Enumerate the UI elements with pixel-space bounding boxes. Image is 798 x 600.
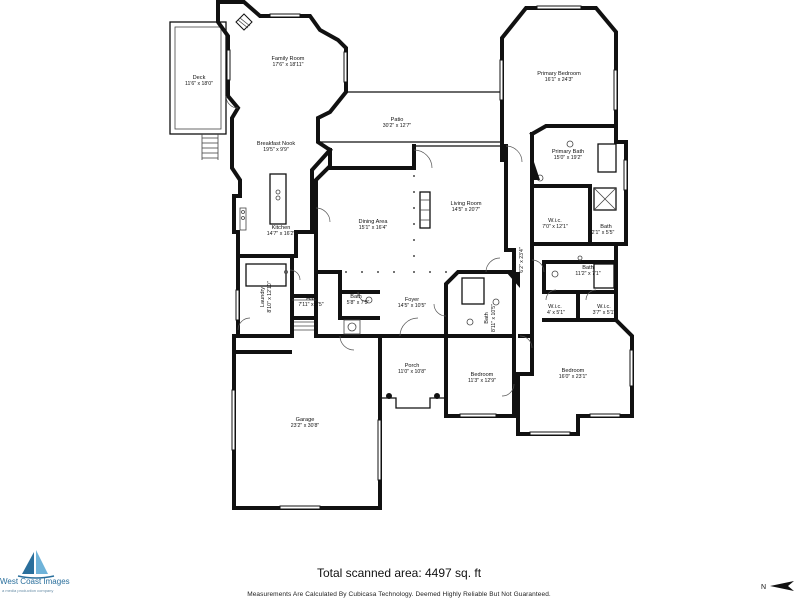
living-room-name: Living Room bbox=[450, 201, 481, 207]
wic-left-dim: 4' x 5'1" bbox=[547, 310, 565, 316]
wic-right-dim: 3'7" x 5'1" bbox=[593, 310, 616, 316]
foyer-name: Foyer bbox=[405, 297, 419, 303]
breakfast-nook-name: Breakfast Nook bbox=[257, 141, 295, 147]
compass-icon: N bbox=[761, 581, 794, 591]
bath-small-dim: 5'8" x 7'5" bbox=[347, 300, 370, 306]
bedroom-right-name: Bedroom bbox=[562, 368, 585, 374]
bath-center-label: Bath 8'11" x 10'5" bbox=[484, 304, 497, 332]
primary-bath-name: Primary Bath bbox=[552, 149, 584, 155]
bath-right-name: Bath bbox=[582, 265, 594, 271]
bath-center-name: Bath bbox=[484, 312, 490, 324]
fixtures bbox=[235, 13, 617, 399]
living-room-dim: 14'5" x 20'7" bbox=[452, 207, 481, 213]
bath-primary-side-dim: 2'1" x 5'5" bbox=[592, 230, 615, 236]
garage-dim: 23'2" x 30'8" bbox=[291, 423, 320, 429]
logo-name: West Coast Images bbox=[0, 577, 70, 586]
deck-name: Deck bbox=[193, 75, 206, 81]
family-room-dim: 17'6" x 18'11" bbox=[273, 62, 304, 68]
laundry-label: Laundry 8'10" x 12'10" bbox=[260, 281, 273, 312]
hall-right-dim: 6'2" x 23'4" bbox=[519, 247, 525, 273]
compass-label: N bbox=[761, 584, 766, 591]
disclaimer: Measurements Are Calculated By Cubicasa … bbox=[247, 591, 551, 598]
dining-area-name: Dining Area bbox=[359, 219, 389, 225]
patio-name: Patio bbox=[391, 117, 404, 123]
primary-bedroom-dim: 16'1" x 24'3" bbox=[545, 77, 574, 83]
family-room-name: Family Room bbox=[272, 56, 305, 62]
hall-right-name: Hall bbox=[512, 255, 518, 265]
total-area: Total scanned area: 4497 sq. ft bbox=[316, 566, 482, 580]
wic-right-name: W.i.c. bbox=[597, 304, 611, 310]
dining-area-dim: 15'1" x 16'4" bbox=[359, 225, 388, 231]
breakfast-nook-dim: 19'5" x 9'9" bbox=[263, 147, 289, 153]
primary-bedroom-name: Primary Bedroom bbox=[537, 71, 581, 77]
patio-dim: 30'2" x 12'7" bbox=[383, 123, 412, 129]
logo-tagline: a media production company bbox=[2, 588, 54, 593]
garage-name: Garage bbox=[296, 417, 315, 423]
bedroom-center-name: Bedroom bbox=[471, 372, 494, 378]
porch-dim: 11'0" x 10'8" bbox=[398, 369, 426, 375]
hall-left-dim: 7'11" x 7'5" bbox=[298, 302, 323, 308]
laundry-dim: 8'10" x 12'10" bbox=[267, 281, 273, 312]
bath-right-dim: 11'2" x 7'1" bbox=[575, 271, 600, 277]
sailboat-logo-icon bbox=[17, 550, 55, 579]
hall-right-label: Hall 6'2" x 23'4" bbox=[512, 247, 525, 273]
wic-left-name: W.i.c. bbox=[548, 304, 562, 310]
kitchen-dim: 14'7" x 16'2" bbox=[267, 231, 296, 237]
primary-bath-dim: 15'0" x 19'2" bbox=[554, 155, 583, 161]
laundry-name: Laundry bbox=[260, 287, 266, 307]
bedroom-right-dim: 16'0" x 23'1" bbox=[559, 374, 588, 380]
wic-primary-dim: 7'0" x 12'1" bbox=[542, 224, 568, 230]
bedroom-center-dim: 11'3" x 12'9" bbox=[468, 378, 496, 384]
room-labels: Deck 11'6" x 18'0" Family Room 17'6" x 1… bbox=[185, 56, 616, 429]
deck-dim: 11'6" x 18'0" bbox=[185, 81, 213, 87]
doors bbox=[225, 95, 597, 397]
wic-primary-name: W.i.c. bbox=[548, 218, 562, 224]
bath-center-dim: 8'11" x 10'5" bbox=[491, 304, 497, 332]
bath-primary-side-name: Bath bbox=[600, 224, 612, 230]
hall-left-name: Hall bbox=[306, 296, 316, 302]
bath-small-name: Bath bbox=[350, 294, 362, 300]
kitchen-name: Kitchen bbox=[272, 225, 291, 231]
foyer-dim: 14'5" x 10'5" bbox=[398, 303, 427, 309]
porch-name: Porch bbox=[405, 363, 420, 369]
windows bbox=[226, 5, 634, 510]
deck-area bbox=[169, 21, 227, 160]
